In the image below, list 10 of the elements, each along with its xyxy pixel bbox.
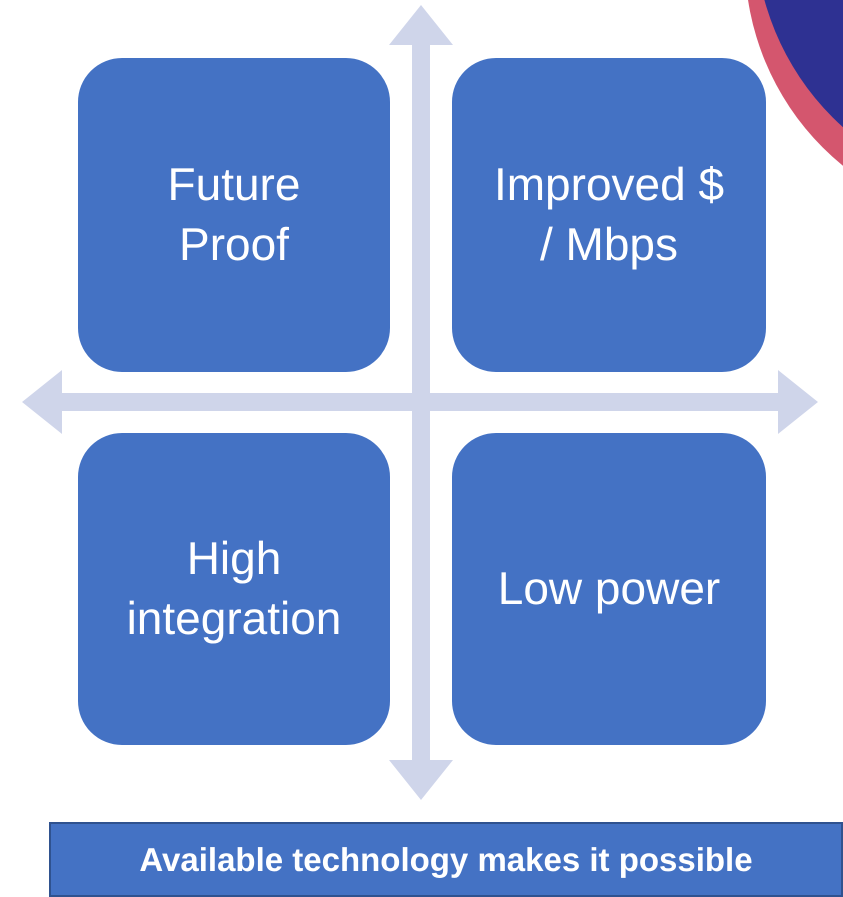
quadrant-box — [76, 56, 392, 374]
banner-box — [49, 822, 843, 897]
box-label: Future Proof — [166, 157, 302, 272]
quadrant-box — [450, 431, 768, 747]
quadrant-box — [76, 431, 392, 747]
box-label: High integration — [126, 531, 342, 646]
banner-text: Available technology makes it possible — [139, 840, 753, 878]
box-label: Low power — [498, 561, 720, 616]
box-label: Improved $ / Mbps — [492, 157, 726, 272]
quadrant-box — [450, 56, 768, 374]
